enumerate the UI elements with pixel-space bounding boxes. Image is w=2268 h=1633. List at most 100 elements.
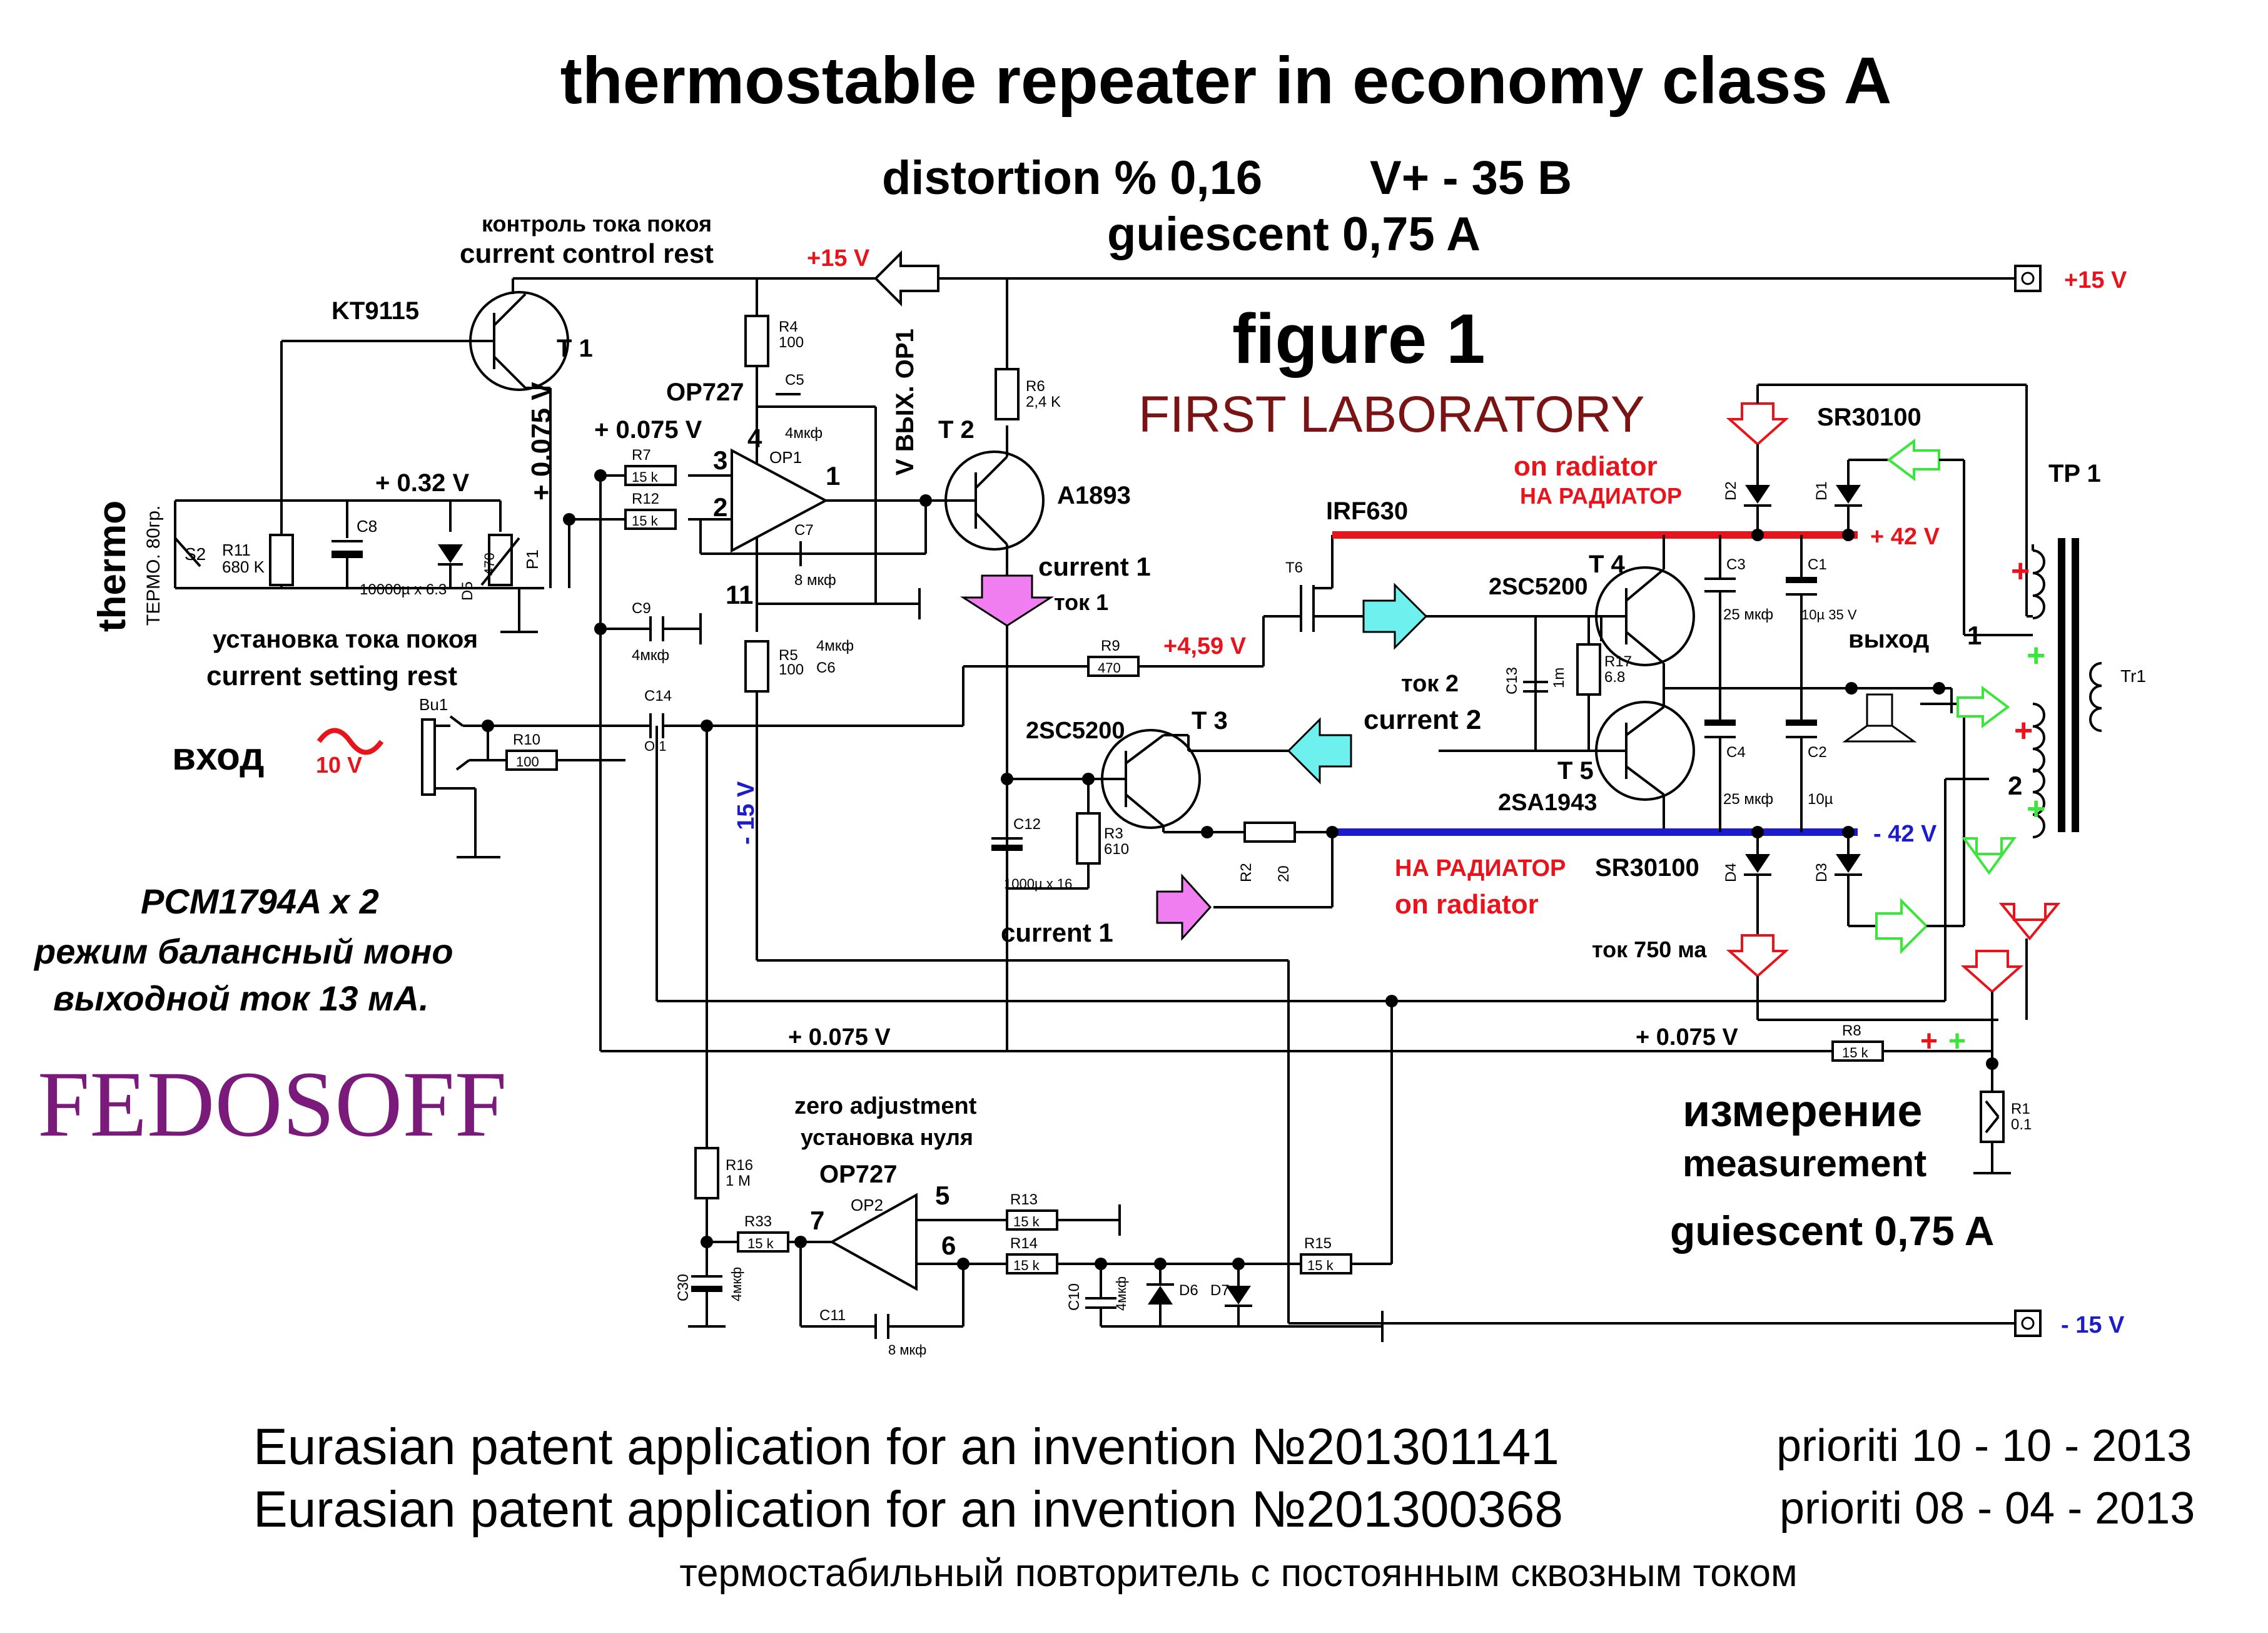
zero-adj-ru: установка нуля — [801, 1124, 973, 1150]
r6-label: R6 — [1026, 378, 1045, 395]
d6-label: D6 — [1179, 1282, 1198, 1299]
diodes-top-type: SR30100 — [1817, 404, 1921, 431]
resistor-r13-icon — [1006, 1209, 1058, 1231]
bu1-label: Bu1 — [419, 695, 448, 714]
r14-value: 15 k — [1013, 1258, 1040, 1273]
op1-label: OP1 — [769, 448, 802, 467]
t2-label: T 2 — [938, 416, 975, 444]
r1-value: 0.1 — [2011, 1116, 2032, 1133]
op1-type: OP727 — [666, 379, 744, 406]
c12-value: 1000µ x 16 — [1004, 876, 1072, 892]
r17-value: 6.8 — [1604, 669, 1625, 686]
m15-connector-pin-icon — [2021, 1316, 2035, 1330]
switch-s2-icon[interactable] — [174, 537, 201, 567]
tr1-label: Tr1 — [2120, 666, 2146, 686]
c2-label: C2 — [1808, 744, 1827, 761]
c4-value: 25 мкф — [1723, 791, 1773, 808]
d7-label: D7 — [1210, 1282, 1230, 1299]
quiescent-spec: guiescent 0,75 A — [1107, 208, 1481, 261]
c8-label: C8 — [357, 517, 377, 536]
t4-type: 2SC5200 — [1489, 574, 1587, 600]
r17-label: R17 — [1604, 653, 1632, 670]
r8-value: 15 k — [1842, 1045, 1869, 1061]
r2-value: 20 — [1275, 865, 1292, 882]
c5-value: 4мкф — [785, 425, 823, 442]
c6-label: C6 — [816, 659, 836, 676]
r2-label: R2 — [1238, 863, 1255, 882]
r8-label: R8 — [1842, 1022, 1861, 1039]
m15-vertical: - 15 V — [733, 781, 759, 845]
c30-label: C30 — [675, 1274, 692, 1301]
resistor-r17-icon — [1576, 643, 1601, 696]
t5-label: T 5 — [1557, 757, 1594, 785]
transistor-t3 — [1007, 729, 1201, 832]
p1-value: 470 — [482, 552, 497, 576]
current-control-ru: контроль тока покоя — [482, 211, 712, 237]
tp1-label: TP 1 — [2048, 460, 2101, 487]
transistor-t1 — [281, 291, 569, 450]
tok750-label: ток 750 ма — [1592, 937, 1707, 962]
p15-connector-icon — [2014, 265, 2042, 292]
diode-d4-icon — [1745, 854, 1770, 873]
red-up-arrow-tp-icon — [1998, 903, 2061, 941]
r4-label: R4 — [779, 318, 798, 335]
p0075-b: + 0.075 V — [788, 1024, 891, 1051]
c1-value: 10µ 35 V — [1801, 607, 1857, 623]
t1-type: KT9115 — [332, 297, 419, 325]
r16-value: 1 M — [726, 1173, 751, 1189]
ac-source-icon — [316, 728, 384, 755]
current1-label: current 1 — [1038, 552, 1151, 581]
diode-d1-icon — [1836, 485, 1861, 504]
cap-c4-icon — [1704, 720, 1736, 726]
s2-label: S2 — [185, 544, 206, 564]
c3-label: C3 — [1726, 556, 1746, 573]
green-down-arrow-tp-icon — [1962, 837, 2017, 875]
pin-2: 2 — [713, 492, 727, 522]
t5-type: 2SA1943 — [1498, 790, 1597, 816]
pin-11: 11 — [726, 580, 753, 609]
opamp-op1 — [688, 313, 963, 632]
transistor-t4 — [1595, 535, 1695, 688]
p15-label: +15 V — [807, 245, 870, 272]
top-rail — [512, 277, 2027, 369]
thermo-label: thermo — [91, 501, 134, 632]
diode-d7-icon — [1226, 1286, 1251, 1305]
measurement-quiescent: guiescent 0,75 A — [1670, 1208, 1994, 1254]
c30-value: 4мкф — [729, 1267, 744, 1301]
c8-value: 10000µ x 6.3 — [360, 581, 447, 598]
m15-right-label: - 15 V — [2061, 1312, 2125, 1338]
pin-3: 3 — [713, 445, 727, 475]
plus-green-r8: + — [1948, 1025, 1966, 1058]
d2-label: D2 — [1723, 481, 1739, 501]
sec2-label: 2 — [2008, 771, 2022, 800]
c9-label: C9 — [632, 600, 651, 617]
measurement-ru: измерение — [1683, 1086, 1922, 1136]
cap-c8-plate-icon — [332, 551, 363, 558]
p15-right-label: +15 V — [2064, 267, 2127, 293]
t6-label: T6 — [1285, 559, 1303, 576]
figure-label: figure 1 — [1232, 300, 1486, 378]
plus-red-1: + — [2011, 553, 2030, 589]
sec1-label: 1 — [1967, 621, 1982, 650]
r5-label: R5 — [779, 647, 798, 664]
resistor-r16-icon — [694, 1147, 719, 1199]
d5-label: D5 — [459, 581, 476, 601]
pin-1: 1 — [826, 461, 840, 491]
resistor-r9-icon — [1087, 656, 1140, 677]
c14-label: C14 — [644, 688, 672, 705]
r9-label: R9 — [1101, 638, 1120, 654]
input-jack-icon[interactable] — [421, 718, 436, 796]
thermo-ru-label: ТЕРМО. 80гр. — [143, 506, 164, 626]
resistor-r4-icon — [744, 315, 769, 367]
green-arrow-tp-icon — [1957, 686, 2010, 728]
r15-label: R15 — [1304, 1235, 1332, 1252]
c7-label: C7 — [794, 522, 814, 539]
p0075-a: + 0.075 V — [594, 416, 702, 444]
radiator-en-bot: on radiator — [1395, 889, 1539, 920]
subtitle-ru: термостабильный повторитель с постоянным… — [679, 1552, 1797, 1595]
r1-label: R1 — [2011, 1101, 2030, 1117]
d3-label: D3 — [1813, 863, 1830, 882]
red-down-arrow-bot-icon — [1726, 934, 1790, 978]
measurement-en: measurement — [1683, 1142, 1926, 1184]
